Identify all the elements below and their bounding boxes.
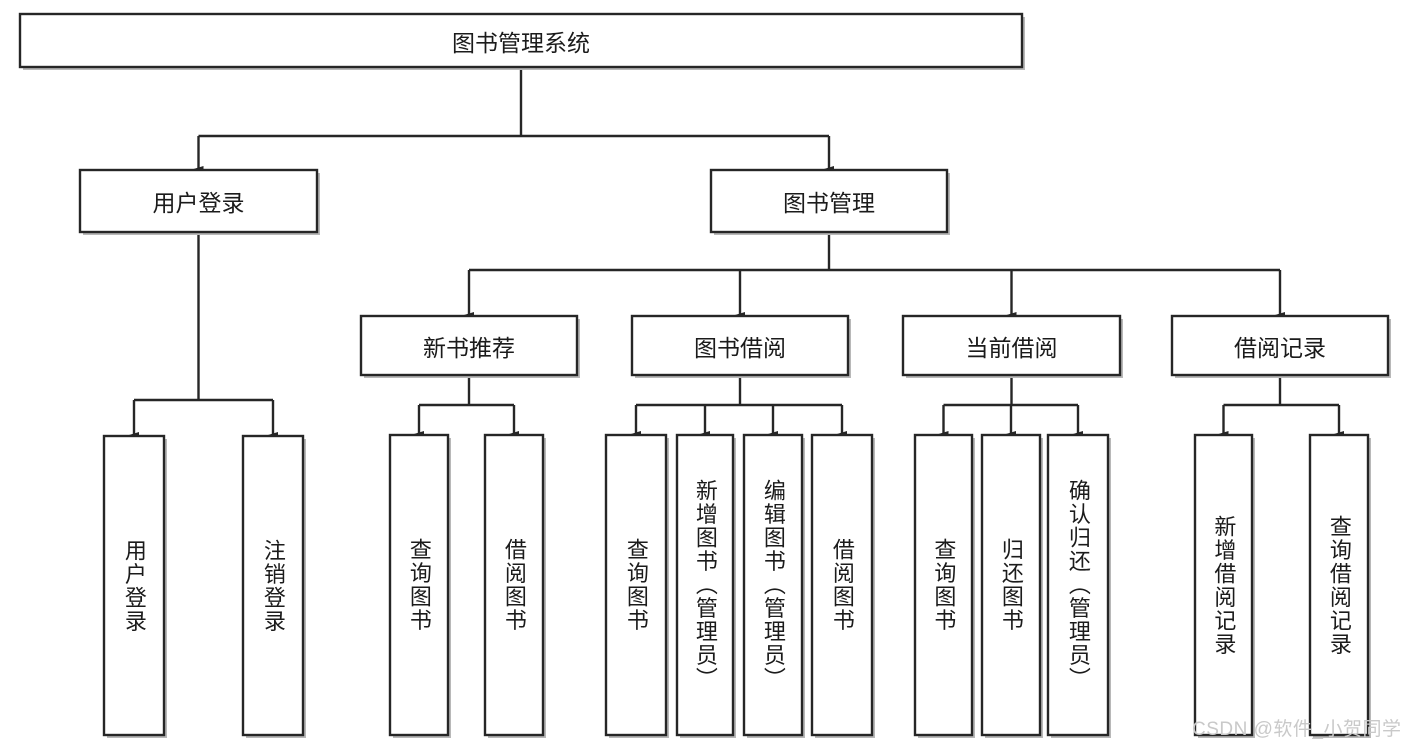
node-box-current-borrow[interactable] [901, 314, 1122, 377]
node-box-borrow-query-book[interactable] [604, 433, 668, 737]
node-boxes [18, 12, 1391, 738]
watermark-text: CSDN @软件_小贺同学 [1192, 719, 1402, 740]
node-box-user-login-leaf[interactable] [102, 434, 166, 737]
node-box-user-login[interactable] [78, 168, 319, 234]
node-box-borrow-add-book[interactable] [675, 433, 735, 737]
node-box-current-confirm-return[interactable] [1046, 433, 1110, 737]
node-box-current-return-book[interactable] [980, 433, 1042, 737]
node-box-add-borrow-record[interactable] [1193, 433, 1254, 737]
node-box-recommend-borrow-book[interactable] [483, 433, 545, 737]
node-box-new-book-recommend[interactable] [359, 314, 579, 377]
node-box-recommend-query-book[interactable] [388, 433, 450, 737]
node-box-current-query-book[interactable] [913, 433, 974, 737]
node-box-user-logout-leaf[interactable] [241, 434, 305, 737]
node-box-root[interactable] [18, 12, 1024, 69]
node-box-borrow-edit-book[interactable] [742, 433, 804, 737]
node-box-book-borrow[interactable] [630, 314, 850, 377]
connector-lines [128, 67, 1344, 439]
node-box-borrow-records[interactable] [1170, 314, 1390, 377]
node-box-borrow-borrow-book[interactable] [810, 433, 874, 737]
node-box-query-borrow-record[interactable] [1308, 433, 1370, 737]
node-box-book-management[interactable] [709, 168, 949, 234]
